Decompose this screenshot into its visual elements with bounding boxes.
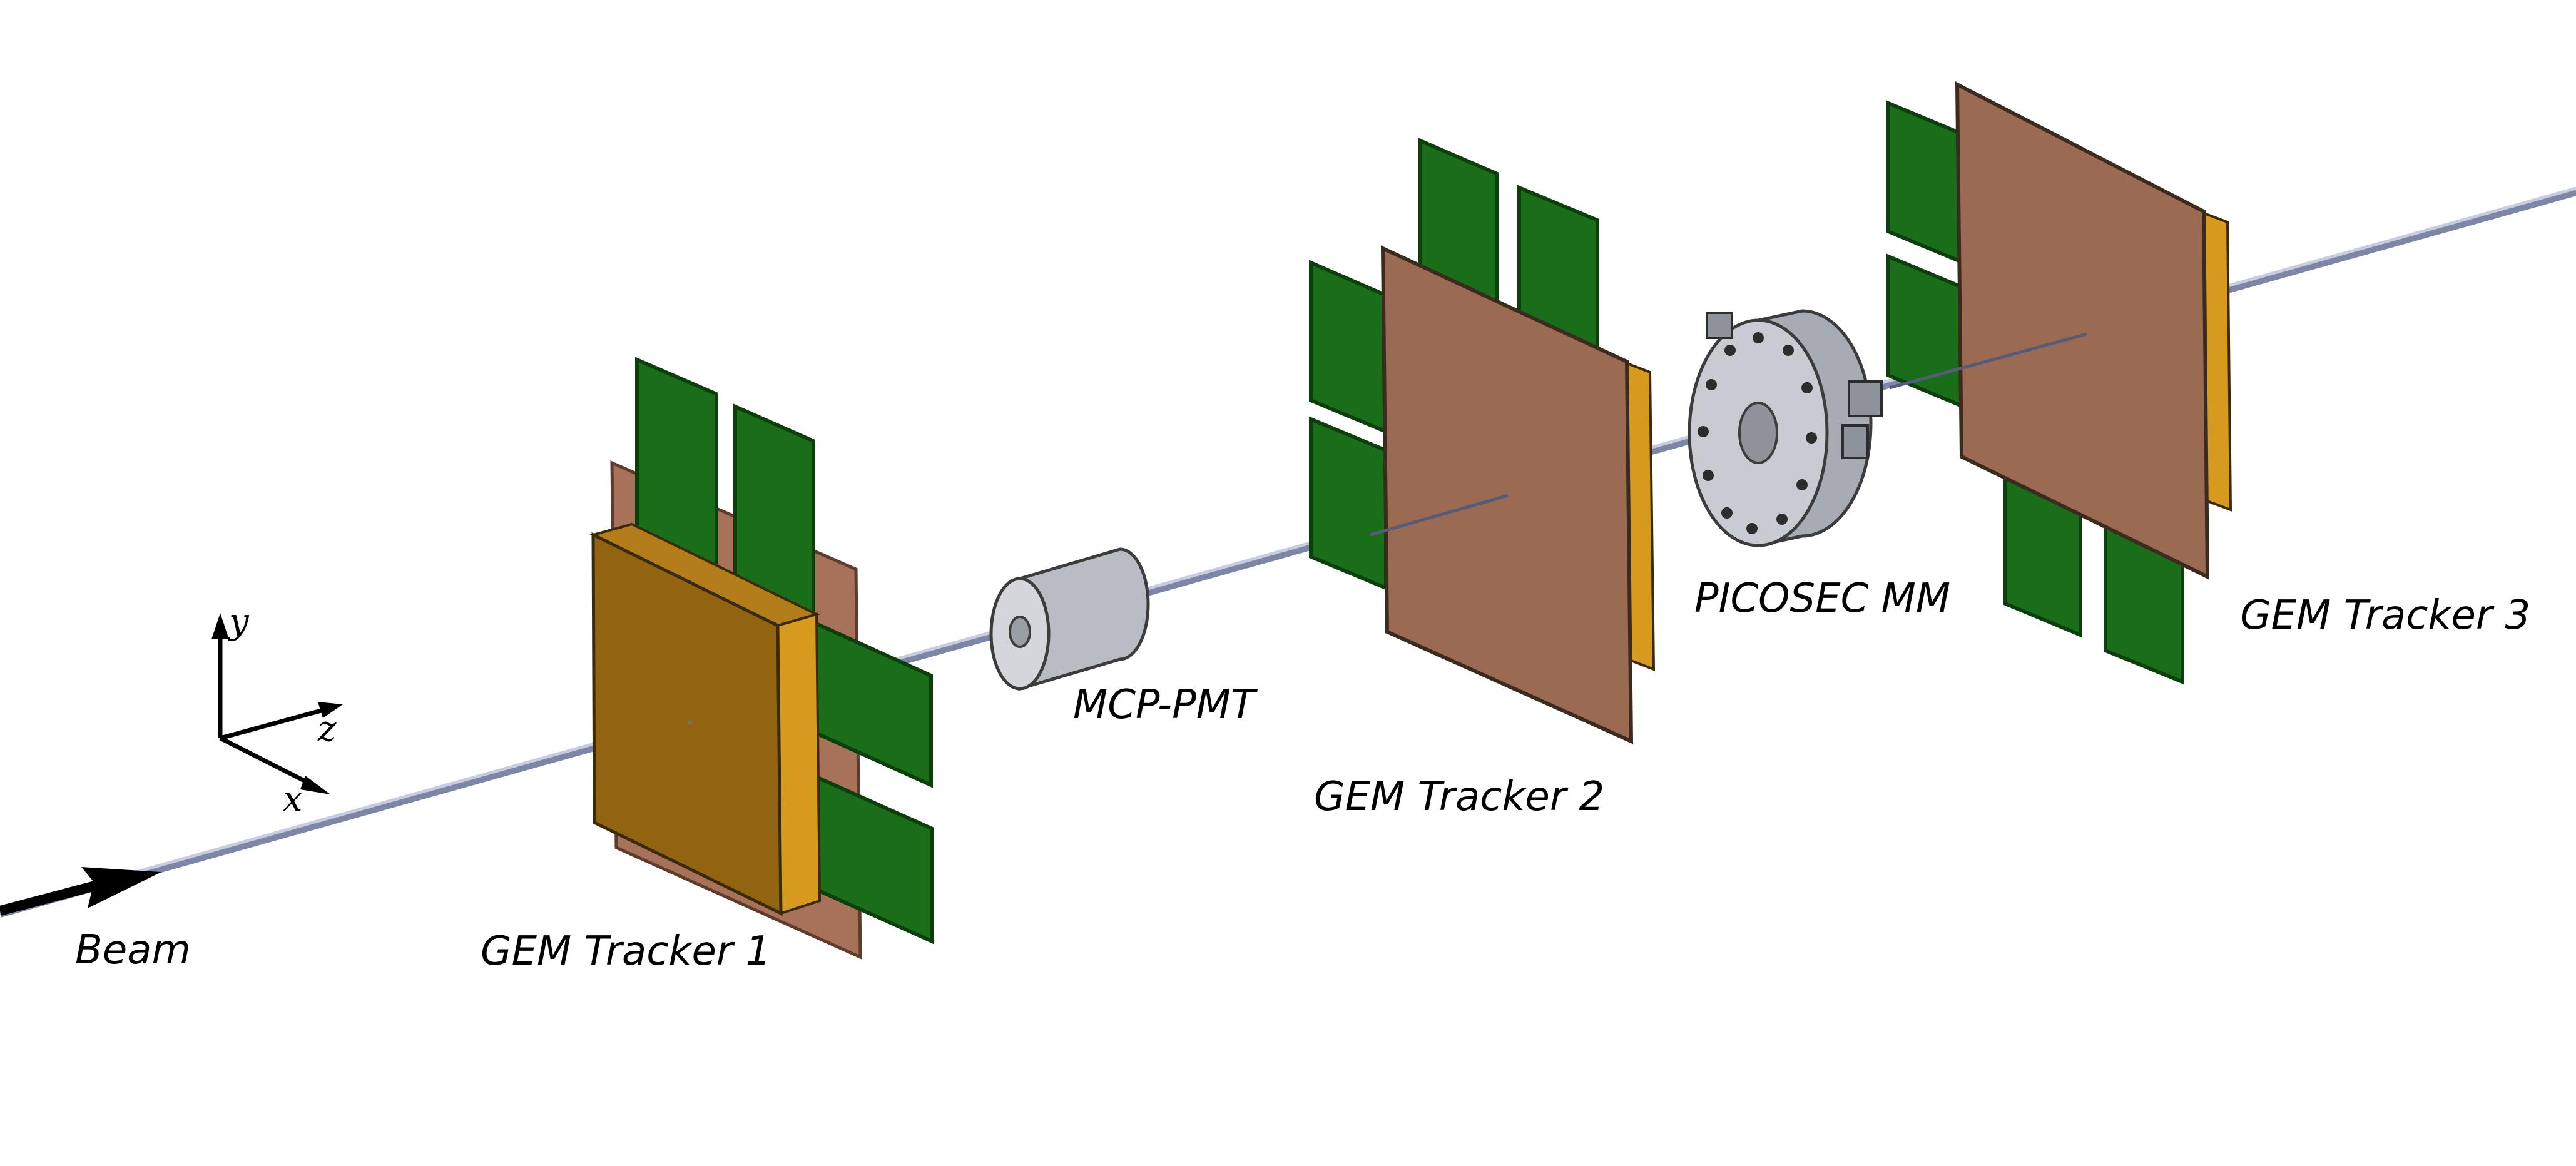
y-axis-arrow-icon <box>211 613 229 738</box>
gem-tracker-1 <box>589 357 934 960</box>
mcp-pmt <box>989 547 1150 691</box>
x-axis-arrow-icon <box>219 736 330 794</box>
z-axis-label: z <box>317 709 337 749</box>
gem1-detector-box <box>591 532 783 916</box>
label-picosec-mm: PICOSEC MM <box>1694 575 1950 622</box>
gem3-board-left-top <box>1886 100 1965 266</box>
label-gem-tracker-3: GEM Tracker 3 <box>2240 592 2530 639</box>
y-axis-label: y <box>227 601 250 642</box>
gem-tracker-2 <box>1309 138 1656 744</box>
picosec-mm <box>1688 309 1883 548</box>
label-beam: Beam <box>75 927 191 973</box>
gem2-board-left-bottom <box>1309 416 1388 591</box>
gem-tracker-3 <box>1886 81 2232 685</box>
gem3-copper-panel <box>1955 81 2210 580</box>
z-axis-arrow-icon <box>220 702 343 741</box>
gem2-board-left-top <box>1309 260 1388 435</box>
coordinate-axes: y z x <box>211 601 343 819</box>
label-gem-tracker-1: GEM Tracker 1 <box>481 928 771 975</box>
beam-arrow-icon <box>0 867 161 916</box>
x-axis-label: x <box>283 779 303 819</box>
label-gem-tracker-2: GEM Tracker 2 <box>1314 774 1604 820</box>
picosec-bolts <box>1698 332 1817 534</box>
label-mcp-pmt: MCP-PMT <box>1073 682 1258 728</box>
